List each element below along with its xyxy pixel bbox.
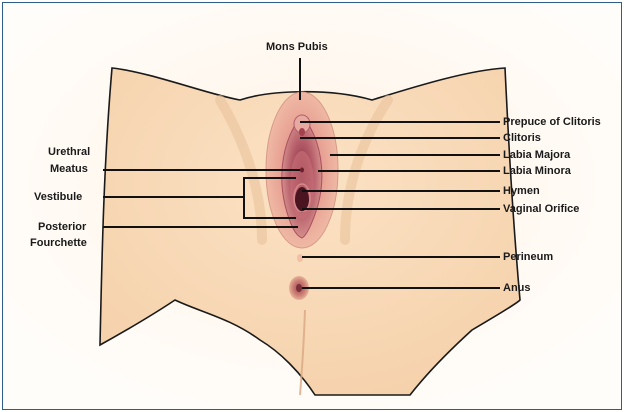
urethral-meatus-shape	[300, 168, 304, 173]
anus-center	[296, 284, 302, 292]
label-hymen: Hymen	[503, 185, 540, 197]
label-prepuce-of-clitoris: Prepuce of Clitoris	[503, 116, 601, 128]
label-urethral: Urethral	[48, 146, 90, 158]
label-fourchette: Fourchette	[30, 237, 87, 249]
label-vestibule: Vestibule	[34, 191, 82, 203]
label-perineum: Perineum	[503, 251, 553, 263]
label-vaginal-orifice: Vaginal Orifice	[503, 203, 579, 215]
label-labia-minora: Labia Minora	[503, 165, 571, 177]
label-labia-majora: Labia Majora	[503, 149, 570, 161]
label-clitoris: Clitoris	[503, 132, 541, 144]
label-anus: Anus	[503, 282, 531, 294]
label-posterior: Posterior	[38, 221, 86, 233]
label-meatus: Meatus	[50, 163, 88, 175]
label-mons-pubis: Mons Pubis	[266, 41, 328, 53]
clitoris-shape	[299, 128, 305, 136]
